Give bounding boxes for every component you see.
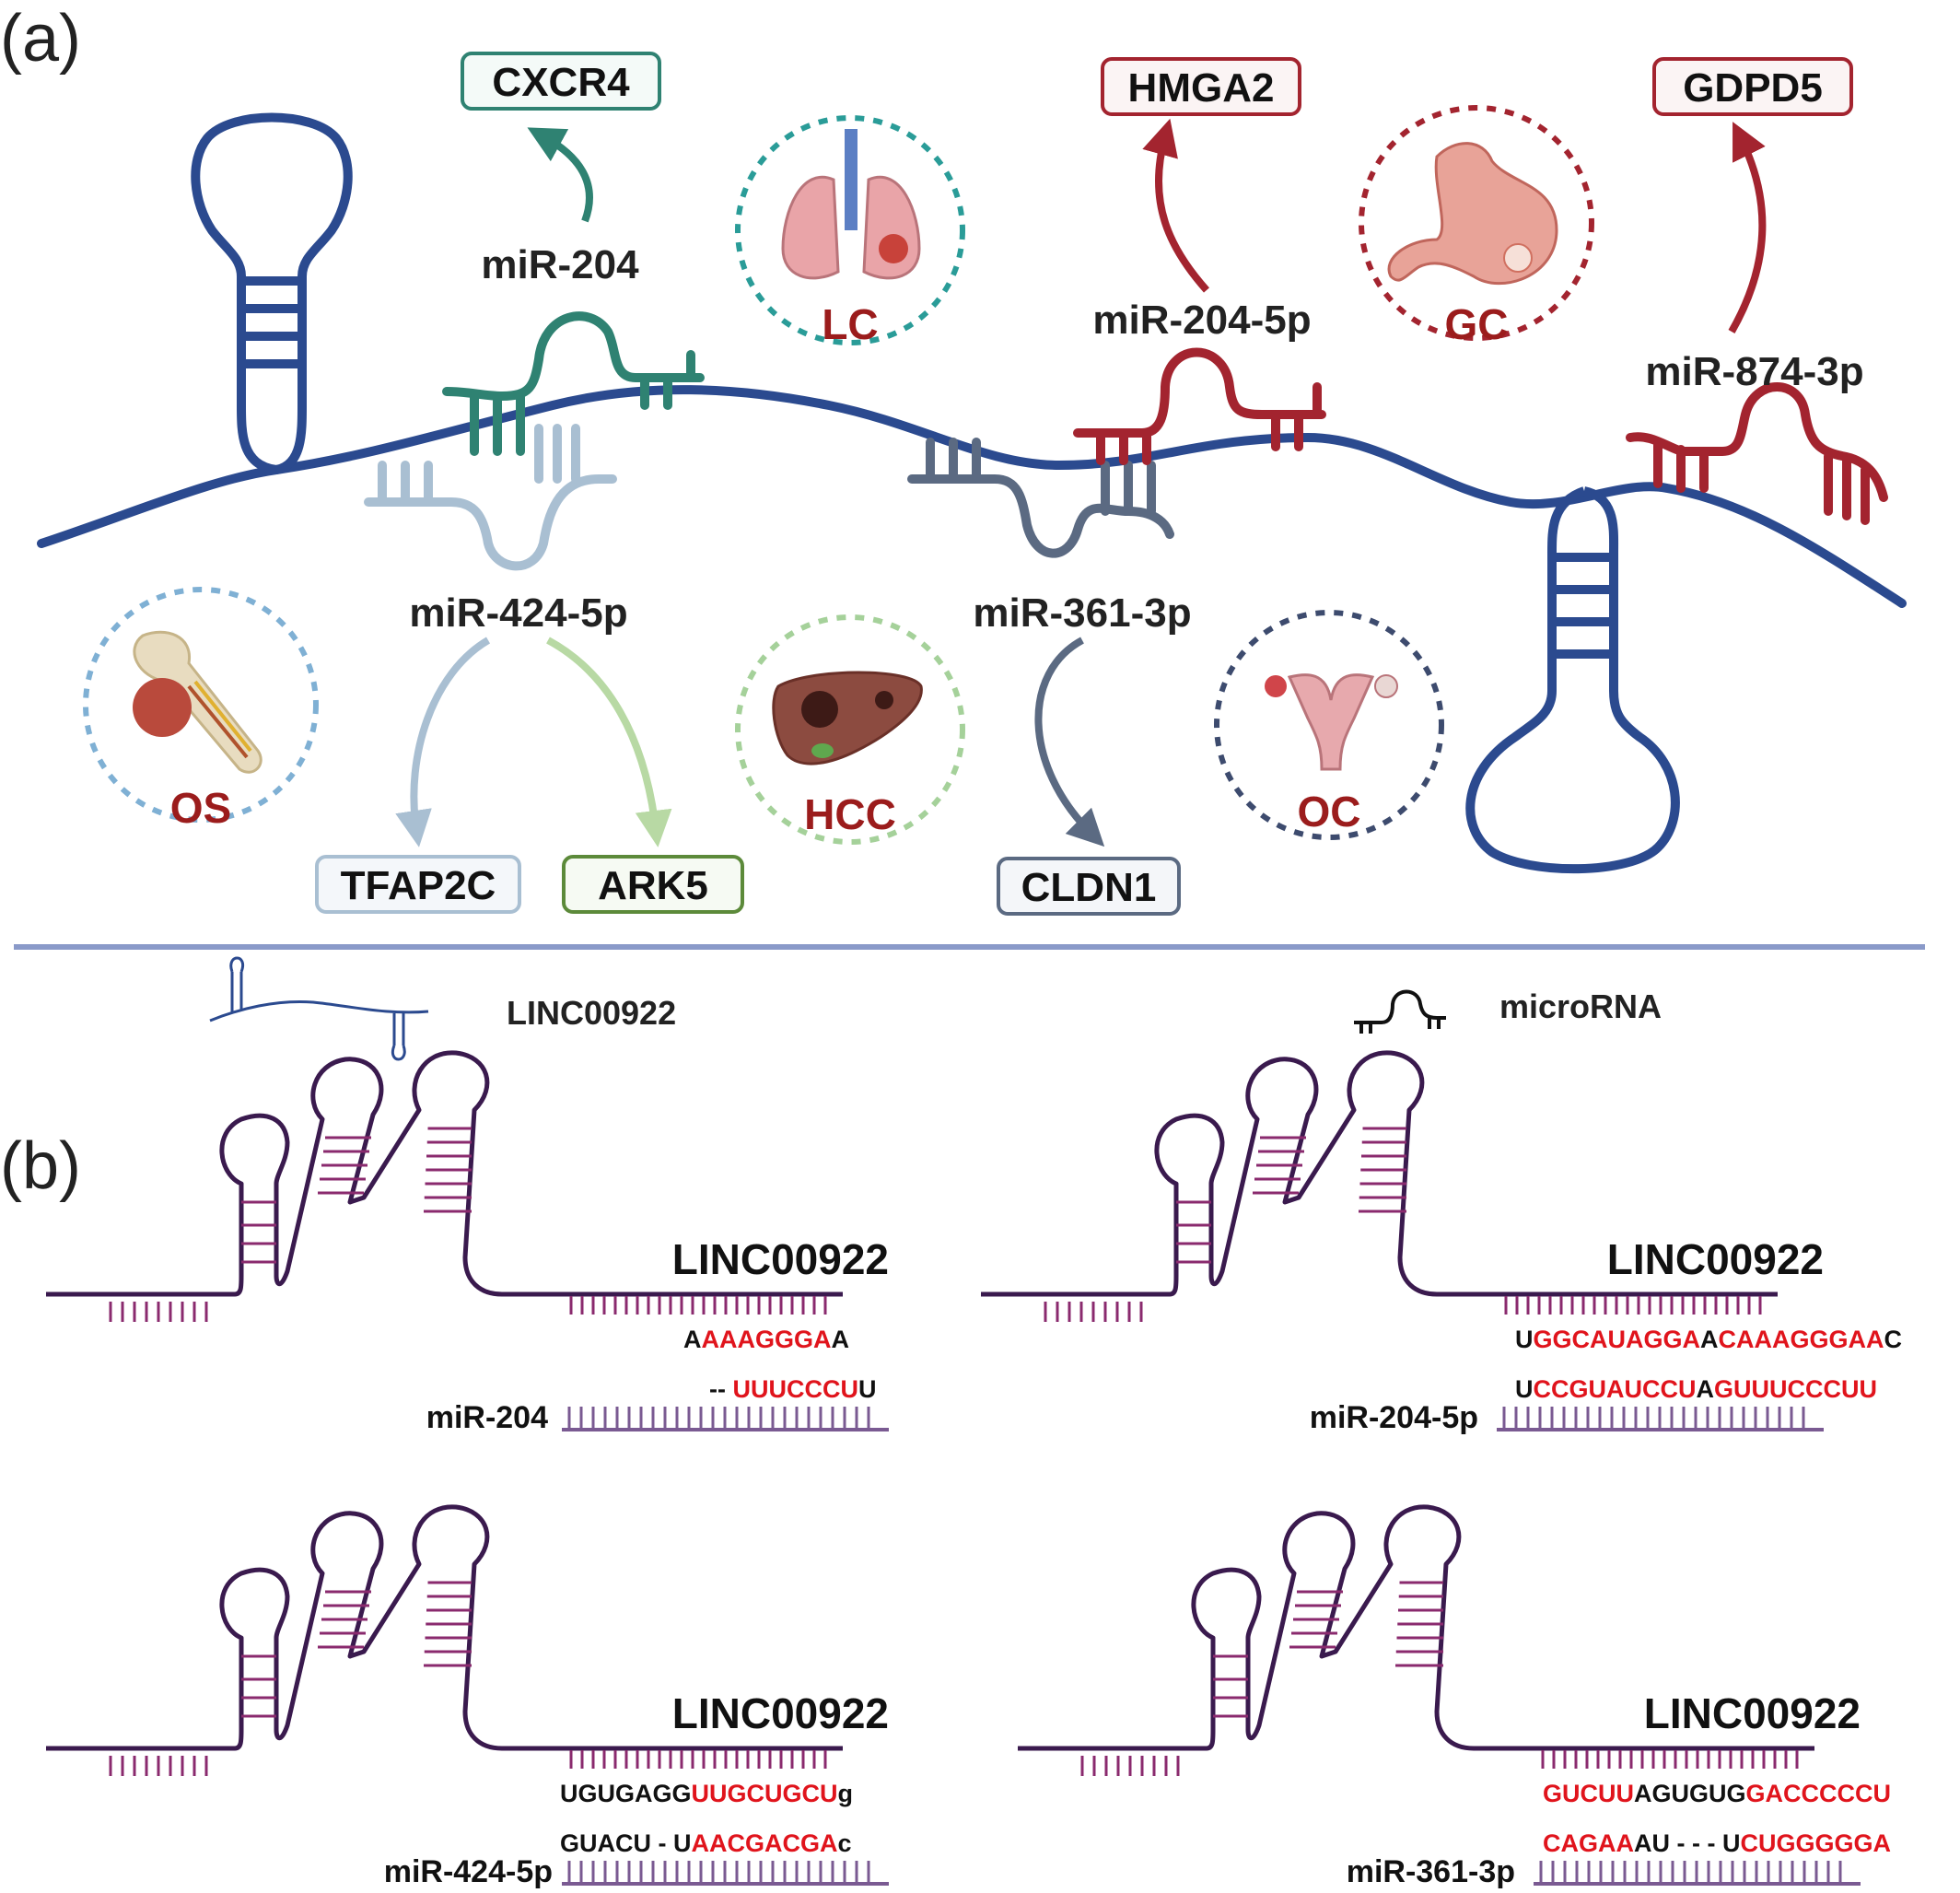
disease-label-lc: LC	[822, 300, 878, 348]
panel-a-label: (a)	[0, 2, 81, 76]
linc-sequence: UGUGAGGUUGCUGCUg	[560, 1780, 853, 1807]
stomach-icon	[1387, 142, 1558, 286]
arrow-mir361-to-cldn1	[1034, 637, 1105, 847]
lncrna-strand	[37, 385, 1907, 608]
gene-box-tfap2c: TFAP2C	[315, 855, 521, 914]
mirna-name: miR-361-3p	[1347, 1854, 1515, 1888]
label-mir361-3p: miR-361-3p	[973, 590, 1191, 636]
mirna-name: miR-204-5p	[1310, 1400, 1478, 1435]
legend-lncrna-icon	[209, 956, 429, 1061]
disease-label-os: OS	[170, 784, 231, 832]
gene-box-gdpd5: GDPD5	[1652, 57, 1853, 116]
mirna-mir874-glyph	[1626, 382, 1888, 525]
arrow-mir424-to-tfap2c	[395, 637, 491, 847]
disease-oc: OC	[1214, 610, 1444, 840]
mirna-sequence: GUACU - UAACGACGAc	[560, 1829, 852, 1857]
uterus-icon	[1265, 673, 1398, 771]
lung-icon	[781, 129, 921, 280]
label-mir204: miR-204	[481, 242, 639, 287]
mirna-sequence: -- UUUCCCUU	[709, 1375, 876, 1403]
arrow-mir424-to-ark5	[546, 637, 672, 847]
linc-title: LINC00922	[1607, 1235, 1824, 1283]
arrow-mir204-5p-to-hmga2	[1142, 118, 1209, 293]
disease-label-gc: GC	[1445, 300, 1509, 348]
mirna-sequence: CAGAAAU - - - UCUGGGGGA	[1543, 1829, 1891, 1857]
gene-box-ark5: ARK5	[562, 855, 744, 914]
gene-hmga2: HMGA2	[1128, 65, 1275, 111]
linc-title: LINC00922	[672, 1235, 889, 1283]
label-mir874-3p: miR-874-3p	[1645, 349, 1863, 394]
panel-b-label: (b)	[0, 1129, 81, 1203]
lncrna-hairpin-right	[1465, 486, 1680, 874]
gene-box-cldn1: CLDN1	[997, 857, 1181, 916]
linc-sequence: GUCUUAGUGUGGACCCCCU	[1543, 1780, 1891, 1807]
lncrna-hairpin-left	[191, 112, 353, 474]
gene-tfap2c: TFAP2C	[341, 863, 496, 908]
mirna-mir424-glyph	[364, 424, 617, 571]
disease-lc: LC	[735, 115, 965, 348]
gene-cldn1: CLDN1	[1021, 865, 1157, 910]
bone-icon	[133, 630, 262, 774]
legend-lncrna-label: LINC00922	[507, 994, 676, 1032]
label-mir204-5p: miR-204-5p	[1092, 298, 1311, 343]
arrow-mir874-to-gdpd5	[1728, 122, 1767, 333]
linc-title: LINC00922	[672, 1689, 889, 1737]
mirna-mir361-glyph	[907, 438, 1174, 558]
disease-gc: GC	[1359, 105, 1594, 348]
label-mir424-5p: miR-424-5p	[409, 590, 627, 636]
legend-mirna-icon	[1354, 989, 1446, 1034]
gene-ark5: ARK5	[598, 863, 708, 908]
mirna-name: miR-424-5p	[384, 1854, 553, 1888]
disease-os: OS	[83, 587, 319, 832]
mirna-mir204-5p-glyph	[1073, 347, 1326, 465]
disease-label-hcc: HCC	[804, 790, 896, 838]
gene-gdpd5: GDPD5	[1683, 65, 1823, 111]
mirna-name: miR-204	[426, 1400, 548, 1435]
linc-sequence: AAAAGGGAA	[683, 1326, 849, 1353]
disease-label-oc: OC	[1298, 788, 1361, 835]
gene-box-hmga2: HMGA2	[1101, 57, 1301, 116]
linc-sequence: UGGCAUAGGAACAAAGGGAAC	[1515, 1326, 1902, 1353]
legend-mirna-label: microRNA	[1499, 987, 1662, 1025]
mirna-mir204-glyph	[442, 311, 705, 456]
gene-cxcr4: CXCR4	[492, 60, 630, 105]
liver-icon	[772, 671, 923, 765]
gene-box-cxcr4: CXCR4	[461, 52, 661, 111]
mirna-sequence: UCCGUAUCCUAGUUUCCCUU	[1515, 1375, 1877, 1403]
disease-hcc: HCC	[735, 614, 965, 845]
arrow-mir204-to-cxcr4	[527, 127, 593, 223]
linc-title: LINC00922	[1644, 1689, 1861, 1737]
